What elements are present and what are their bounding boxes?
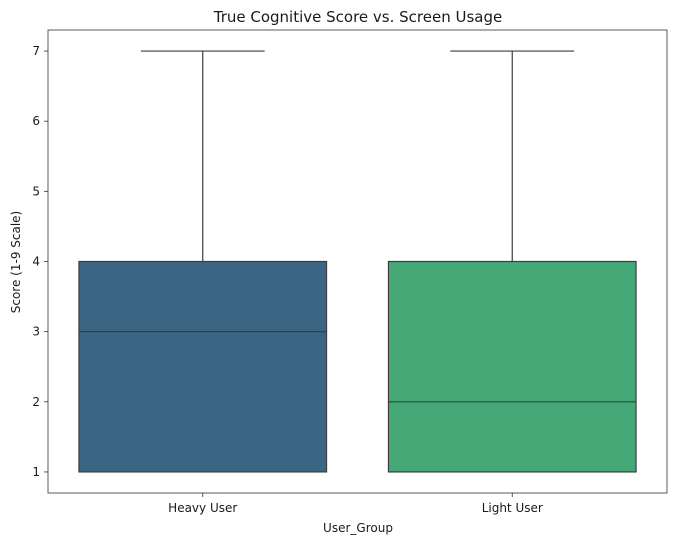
chart-title: True Cognitive Score vs. Screen Usage	[213, 8, 502, 26]
x-axis-label: User_Group	[323, 521, 393, 535]
y-tick-label: 6	[32, 114, 40, 128]
box-iqr	[78, 260, 328, 473]
x-tick-label: Light User	[482, 501, 543, 515]
y-tick-label: 4	[32, 255, 40, 269]
box-light-user	[387, 50, 637, 473]
x-axis: Heavy User Light User	[168, 493, 543, 515]
box-heavy-user	[78, 50, 328, 473]
y-tick-label: 5	[32, 184, 40, 198]
y-axis: 1 2 3 4 5 6 7	[32, 44, 48, 479]
boxes	[78, 50, 637, 473]
box-iqr	[387, 260, 637, 473]
y-tick-label: 7	[32, 44, 40, 58]
y-tick-label: 2	[32, 395, 40, 409]
y-tick-label: 1	[32, 465, 40, 479]
y-tick-label: 3	[32, 325, 40, 339]
y-axis-label: Score (1-9 Scale)	[9, 211, 23, 314]
x-tick-label: Heavy User	[168, 501, 237, 515]
